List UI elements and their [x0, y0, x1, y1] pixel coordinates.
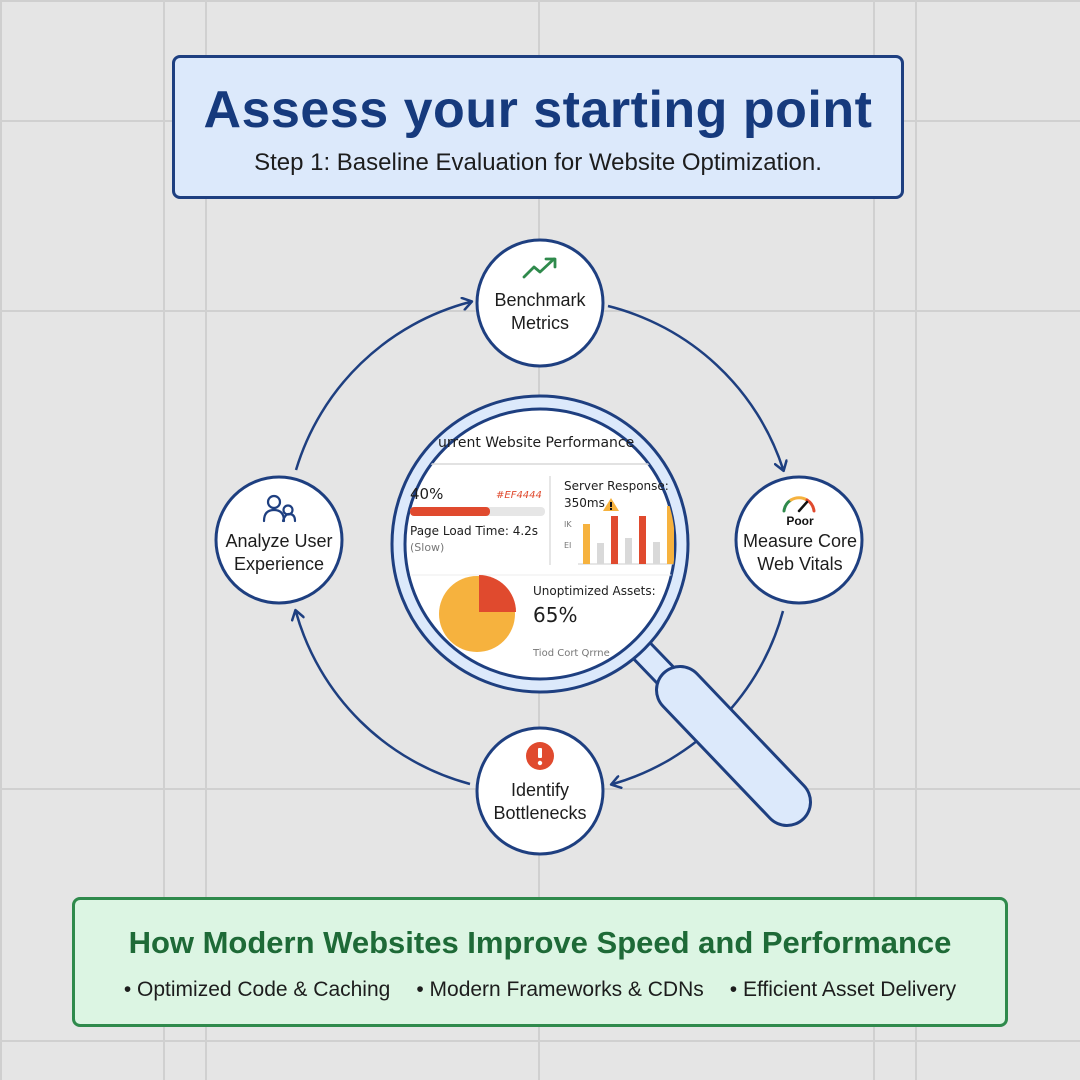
node-benchmark-metrics: [475, 238, 605, 368]
cycle-arrow: [294, 302, 470, 471]
node-label-bottlenecks: Identify Bottlenecks: [475, 779, 605, 825]
header-banner: Assess your starting point Step 1: Basel…: [172, 55, 904, 199]
node-label-line: Web Vitals: [757, 554, 843, 574]
users-icon: [262, 494, 297, 523]
node-label-line: Analyze User: [225, 531, 333, 551]
progress-note: #EF4444: [496, 490, 542, 501]
page-load-status: (Slow): [410, 541, 445, 554]
assets-label: Unoptimized Assets:: [533, 584, 656, 598]
grid-line: [873, 0, 875, 1080]
pie-legend: Tiod Cort Qrrne: [533, 648, 610, 659]
footer-title: How Modern Websites Improve Speed and Pe…: [128, 925, 952, 960]
bar: [667, 506, 674, 564]
footer-bullet: Efficient Asset Delivery: [730, 976, 956, 1004]
grid-line: [915, 0, 917, 1080]
magnifier-handle: [630, 639, 812, 827]
footer-banner: How Modern Websites Improve Speed and Pe…: [72, 897, 1008, 1027]
warning-icon: [603, 498, 619, 511]
node-label-user-experience: Analyze User Experience: [214, 530, 344, 576]
node-label-line: Bottlenecks: [493, 803, 587, 823]
bar: [583, 524, 590, 564]
bar: [639, 516, 646, 564]
bar: [611, 516, 618, 564]
node-measure-core-web-vitals: [734, 475, 864, 605]
alert-icon: [526, 742, 554, 770]
server-response-label: Server Response:: [564, 479, 669, 493]
grid-line: [205, 0, 207, 1080]
cycle-arrow: [296, 612, 471, 786]
node-label-line: Benchmark: [494, 290, 586, 310]
footer-bullet: Modern Frameworks & CDNs: [416, 976, 704, 1004]
page-load-time: Page Load Time: 4.2s: [410, 524, 539, 538]
node-label-line: Identify: [510, 780, 570, 800]
dashboard-title: urrent Website Performance: [438, 435, 635, 451]
progress-fill: [410, 507, 490, 516]
footer-bullet-list: Optimized Code & Caching Modern Framewor…: [75, 976, 1005, 1004]
gauge-badge: Poor: [786, 514, 814, 528]
node-label-web-vitals: Measure Core Web Vitals: [735, 530, 865, 576]
bar: [597, 543, 604, 564]
page-subtitle: Step 1: Baseline Evaluation for Website …: [254, 149, 822, 176]
grid-line: [0, 1040, 1080, 1042]
node-label-line: Metrics: [511, 313, 569, 333]
node-identify-bottlenecks: [475, 726, 605, 856]
axis-tick: EI: [564, 541, 572, 550]
node-label-benchmark: Benchmark Metrics: [475, 289, 605, 335]
pie-chart: [439, 575, 516, 652]
bar: [653, 542, 660, 564]
server-response-value: 350ms: [564, 496, 605, 510]
dashboard-panel: [405, 463, 675, 652]
node-label-line: Experience: [233, 554, 325, 574]
trend-up-icon: [522, 257, 557, 279]
cycle-arrow: [607, 304, 783, 469]
page-title: Assess your starting point: [203, 81, 873, 139]
node-label-line: Measure Core: [742, 531, 858, 551]
grid-line: [163, 0, 165, 1080]
axis-tick: IK: [564, 520, 572, 529]
pie-slice: [479, 575, 516, 612]
progress-value: 40%: [410, 485, 444, 503]
assets-value: 65%: [533, 603, 578, 627]
footer-bullet: Optimized Code & Caching: [124, 976, 390, 1004]
gauge-icon: [782, 496, 816, 513]
bar: [625, 538, 632, 564]
node-analyze-user-experience: [214, 475, 344, 605]
